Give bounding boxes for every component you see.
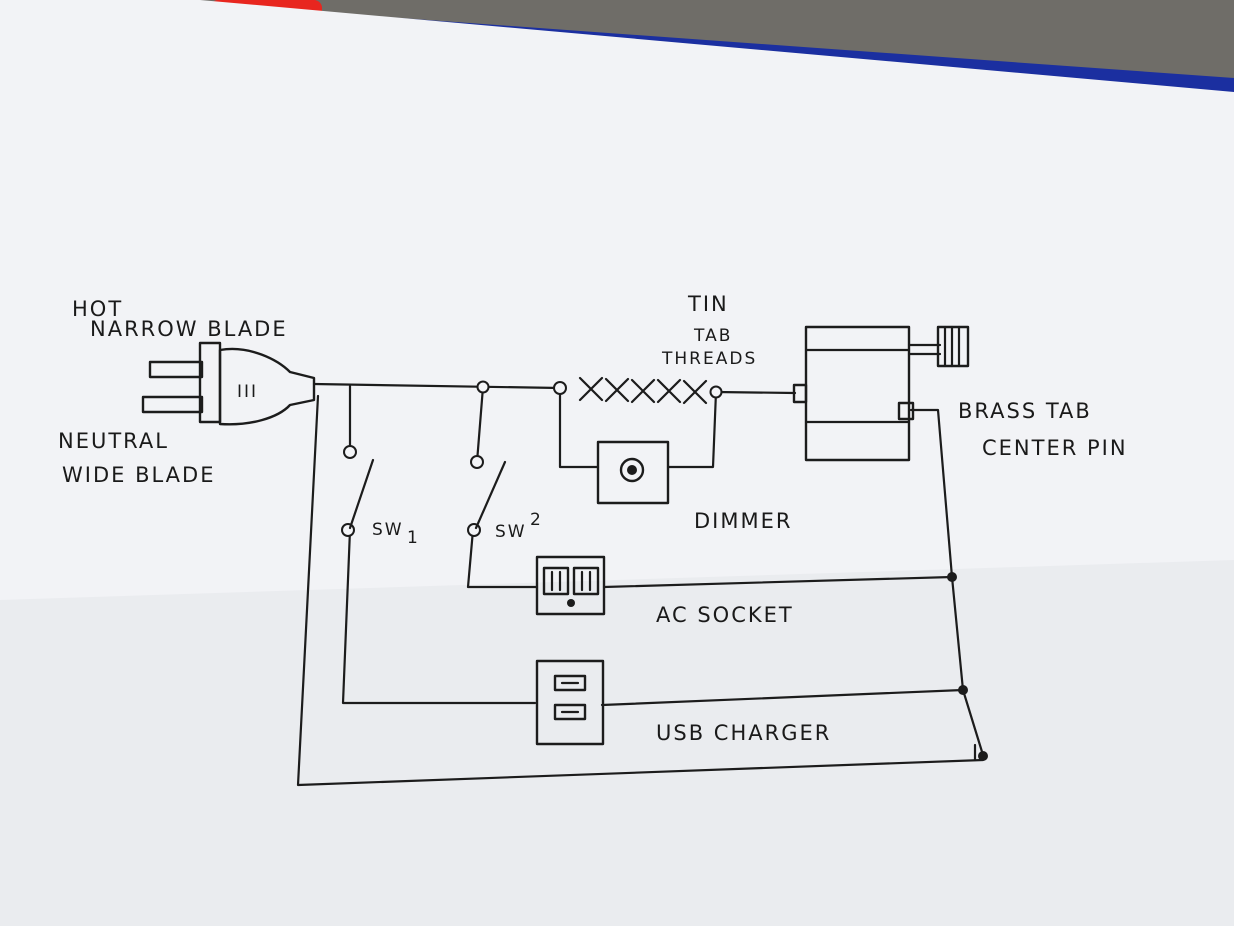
- label-center-pin: CENTER PIN: [982, 436, 1128, 460]
- label-ac-socket: AC SOCKET: [656, 603, 794, 627]
- label-sw2-sup: 2: [530, 510, 543, 530]
- junction-usb-return: [958, 685, 968, 695]
- junction-sw2: [476, 380, 490, 394]
- junction-dimmer-left: [553, 381, 567, 395]
- dimmer-device: [596, 440, 670, 505]
- knob-icon: [619, 457, 645, 483]
- label-wide-blade: WIDE BLADE: [62, 463, 215, 487]
- junction-dimmer-right: [709, 385, 723, 399]
- switch-sw2: [467, 455, 507, 537]
- outlet-icon: [535, 555, 606, 616]
- junction-socket-return: [947, 572, 957, 582]
- junction-neutral: [978, 751, 988, 761]
- label-neutral: NEUTRAL: [58, 429, 169, 453]
- tin-tab-threads: [578, 376, 708, 405]
- label-usb-charger: USB CHARGER: [656, 721, 831, 745]
- label-tab: TAB: [693, 326, 732, 346]
- label-brass-tab: BRASS TAB: [958, 399, 1092, 423]
- plug-marks: III: [237, 382, 258, 402]
- label-dimmer: DIMMER: [694, 509, 792, 533]
- paper-shade: [0, 560, 1234, 926]
- label-hot: HOT: [72, 297, 123, 321]
- label-tin: TIN: [687, 292, 729, 316]
- label-narrow-blade: NARROW BLADE: [90, 317, 288, 341]
- label-sw1-sub: 1: [407, 528, 420, 548]
- label-threads: THREADS: [661, 349, 757, 369]
- label-sw2: SW: [495, 522, 527, 542]
- lamp-socket-icon: [792, 325, 970, 462]
- switch-sw1: [341, 445, 375, 537]
- label-sw1: SW: [372, 520, 404, 540]
- usb-port-icon: [535, 659, 605, 746]
- plug-icon: III: [141, 341, 316, 426]
